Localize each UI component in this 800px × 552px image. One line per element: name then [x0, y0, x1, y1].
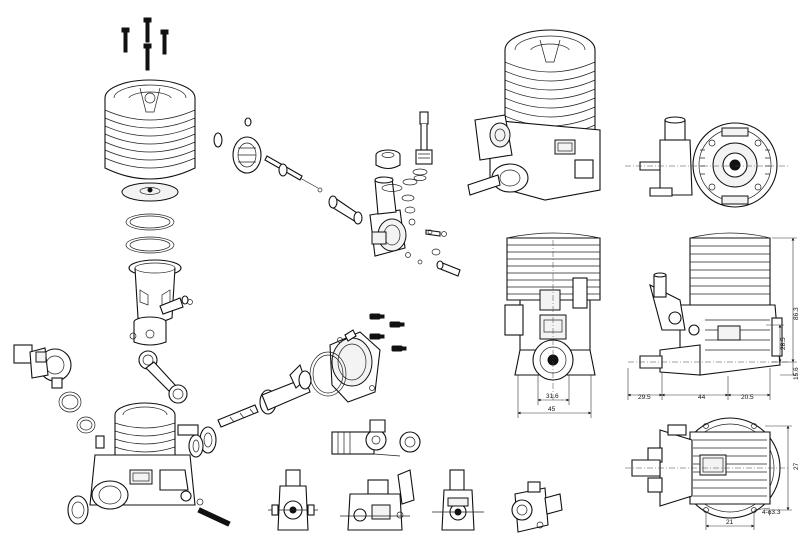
backplate-screw	[180, 490, 231, 527]
carb-view-front	[268, 469, 318, 531]
dim-bottom-hole-callout: 4-ϕ3.3	[762, 509, 781, 516]
carb-body-exploded	[369, 176, 407, 257]
head-screw-4	[143, 43, 152, 71]
dim-front-width-inner: 31.6	[546, 393, 559, 400]
carb-view-side	[340, 469, 415, 531]
dim-front-width-outer: 45	[548, 406, 556, 413]
connecting-rod-part	[138, 350, 188, 404]
backplate-rear-cover	[329, 329, 381, 403]
head-screw-2	[143, 17, 152, 43]
front-view-engine	[504, 232, 601, 400]
needle-valve-part	[264, 155, 323, 193]
cylinder-liner-part	[128, 259, 182, 323]
side-view-dimensions: 86.3 28.5 15.6 29.5 44 20.5	[627, 237, 800, 401]
crankshaft-part	[217, 363, 312, 428]
dim-side-height-mid: 28.5	[780, 337, 787, 350]
dim-side-len-front: 29.5	[638, 394, 651, 401]
dim-side-len-mid: 44	[698, 394, 706, 401]
dim-bottom-bolt-height: 27	[793, 462, 800, 470]
head-button-insert	[121, 182, 179, 202]
carburetor-exploded-left	[13, 344, 72, 389]
front-view-dimensions: 31.6 45	[517, 375, 592, 418]
cylinder-head-part	[104, 79, 196, 180]
intake-gaskets-left	[58, 391, 105, 449]
bottom-view-dimensions: 21 27 4-ϕ3.3	[705, 425, 800, 530]
assembled-engine-iso	[467, 29, 601, 201]
carb-view-end	[432, 469, 484, 531]
carb-view-iso	[511, 481, 563, 533]
bearing-pair	[188, 426, 217, 458]
rear-view-engine	[625, 116, 790, 208]
crankcase-part	[89, 402, 199, 510]
front-hub-washer	[67, 495, 89, 525]
dim-bottom-bolt-spacing: 21	[726, 519, 734, 526]
head-screw-3	[160, 29, 169, 55]
backplate-oring	[309, 351, 347, 397]
carb-top-fitting	[375, 149, 418, 192]
piston-part	[129, 316, 167, 346]
head-screws	[121, 17, 169, 71]
head-screw-1	[121, 27, 130, 53]
throttle-barrel-part	[328, 195, 363, 225]
head-gaskets	[125, 213, 175, 254]
carb-upper-needle	[412, 111, 433, 181]
drive-washer-part	[213, 117, 262, 174]
wrist-pin-part	[159, 295, 193, 315]
dim-side-height-low: 15.6	[793, 367, 800, 380]
backplate-screws	[369, 313, 407, 352]
carb-view-top	[331, 419, 421, 457]
carb-side-parts	[401, 194, 461, 277]
side-view-engine	[628, 232, 790, 376]
bottom-view-engine	[625, 417, 790, 519]
dim-side-len-rear: 20.5	[741, 394, 754, 401]
dim-side-height-total: 86.3	[793, 307, 800, 320]
